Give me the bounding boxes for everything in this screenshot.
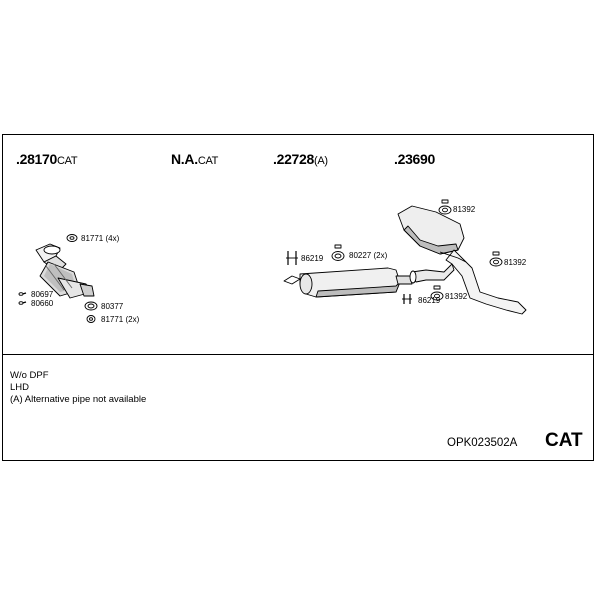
callout-81771-2x: 81771 (2x) — [101, 315, 140, 324]
kit-code: OPK023502A — [447, 437, 518, 449]
rubber-mount-81392-top-drawing — [438, 199, 452, 215]
nut-81771-4x-drawing — [66, 234, 78, 242]
callout-86219-right: 86219 — [418, 296, 441, 305]
category-label: CAT — [545, 430, 583, 451]
callout-86219-left: 86219 — [301, 254, 324, 263]
callout-81392-right: 81392 — [504, 258, 527, 267]
callout-80227-2x: 80227 (2x) — [349, 251, 388, 260]
screw-80697-drawing — [18, 292, 27, 296]
part-number-middle-silencer: .22728(A) — [273, 151, 328, 167]
note-alternative-pipe: (A) Alternative pipe not available — [10, 394, 147, 405]
nut-81771-2x-drawing — [86, 315, 96, 323]
rear-silencer-drawing — [397, 205, 527, 315]
callout-81392-top: 81392 — [453, 205, 476, 214]
note-lhd: LHD — [10, 382, 30, 393]
callout-80377: 80377 — [101, 302, 124, 311]
middle-silencer-drawing — [283, 267, 413, 298]
catalytic-converter-drawing — [35, 243, 95, 299]
part-number-rear-silencer: .23690 — [394, 151, 436, 167]
note-without-dpf: W/o DPF — [10, 370, 49, 381]
clamp-80227-drawing — [331, 244, 345, 261]
gasket-80377-drawing — [84, 301, 98, 311]
diagram-frame — [2, 134, 594, 461]
rubber-mount-81392-right-drawing — [489, 251, 503, 267]
hanger-86219-right-drawing — [402, 294, 412, 304]
rubber-mount-81392-lower-drawing — [430, 285, 444, 301]
hanger-86219-left-drawing — [286, 251, 298, 265]
callout-80697: 80697 — [31, 290, 54, 299]
screw-80660-drawing — [18, 301, 27, 305]
callout-81392-lower: 81392 — [445, 292, 468, 301]
callout-80660: 80660 — [31, 299, 54, 308]
part-number-catalyst: .28170CAT — [16, 151, 78, 167]
callout-81771-4x: 81771 (4x) — [81, 234, 120, 243]
notes-divider — [2, 354, 594, 355]
part-number-na-cat: N.A.CAT — [171, 151, 219, 167]
